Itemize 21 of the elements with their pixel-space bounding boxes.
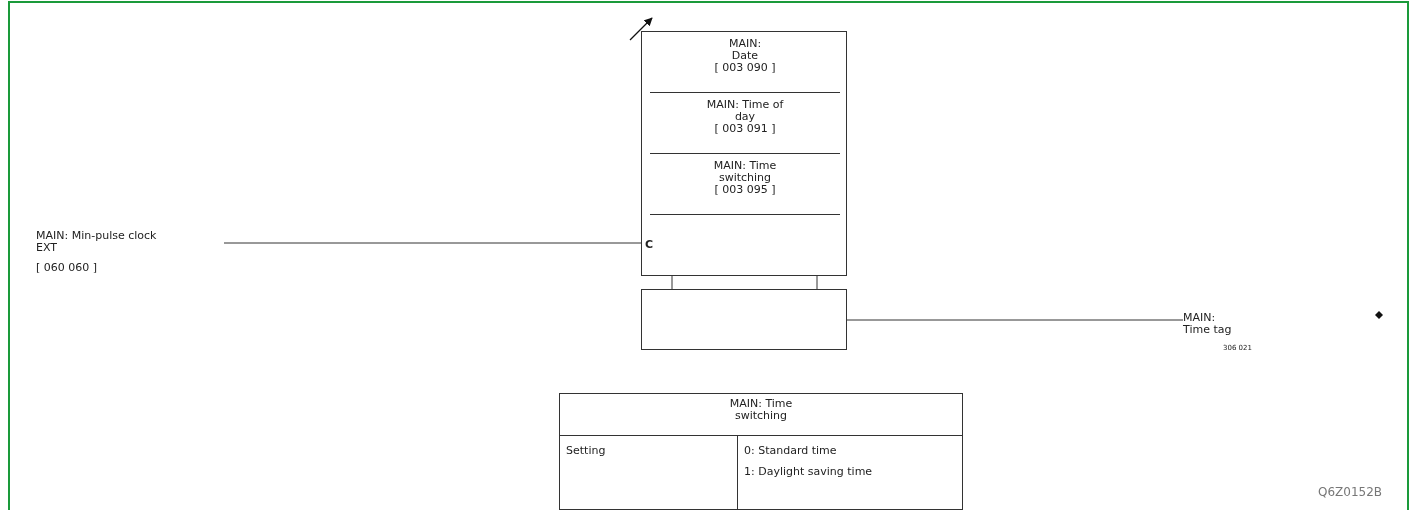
- connector-line: [816, 275, 818, 290]
- function-box: [641, 289, 847, 350]
- signal-name: MAIN: Time of day: [705, 99, 785, 123]
- function-block: [641, 31, 847, 276]
- signal-name: MAIN: Date: [727, 38, 763, 62]
- address-code: [ 003 090 ]: [713, 62, 777, 74]
- signal-name: MAIN: Time switching: [712, 160, 778, 184]
- figure-code: Q6Z0152B: [1318, 486, 1383, 498]
- address-code: [ 060 060 ]: [36, 262, 99, 274]
- signal-name: MAIN: Time tag: [1183, 312, 1233, 336]
- setting-option: 1: Daylight saving time: [744, 466, 956, 478]
- signal-name: MAIN: Min-pulse clock EXT: [36, 230, 158, 254]
- input-label: C: [645, 239, 654, 251]
- table-heading: MAIN: Time switching: [728, 398, 794, 422]
- address-code: [ 003 095 ]: [713, 184, 777, 196]
- connector-line: [671, 275, 673, 290]
- connector-line: [846, 319, 1184, 321]
- address-code: [ 003 091 ]: [713, 123, 777, 135]
- setting-option: 0: Standard time: [744, 445, 956, 457]
- connector-line: [223, 242, 642, 244]
- setting-label: Setting: [566, 445, 607, 457]
